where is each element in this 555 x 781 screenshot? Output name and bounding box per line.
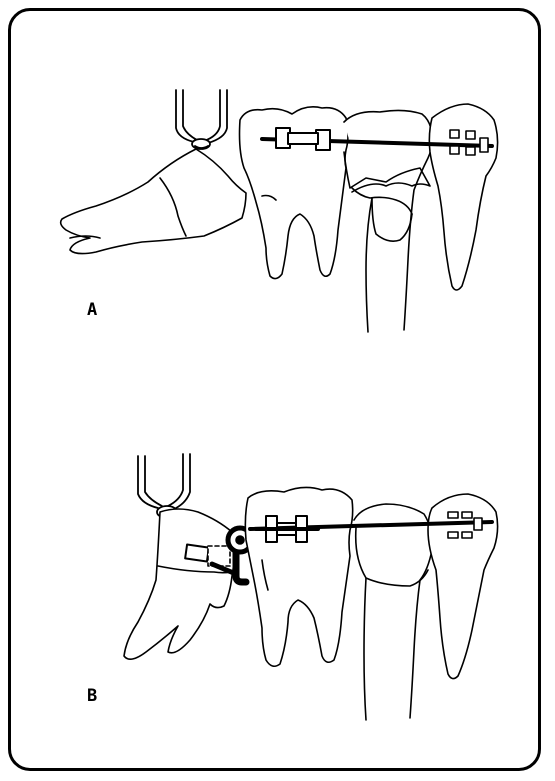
panel-a: [61, 90, 498, 332]
canine-a: [429, 104, 497, 290]
premolar-b: [354, 504, 432, 720]
panel-label-a: A: [87, 300, 97, 320]
forceps-a: [176, 90, 227, 149]
panel-label-b: B: [87, 686, 97, 706]
molar-b: [245, 487, 352, 666]
impacted-tooth-a: [61, 149, 246, 254]
impacted-tooth-b: [124, 509, 236, 659]
panel-b: [124, 454, 498, 720]
